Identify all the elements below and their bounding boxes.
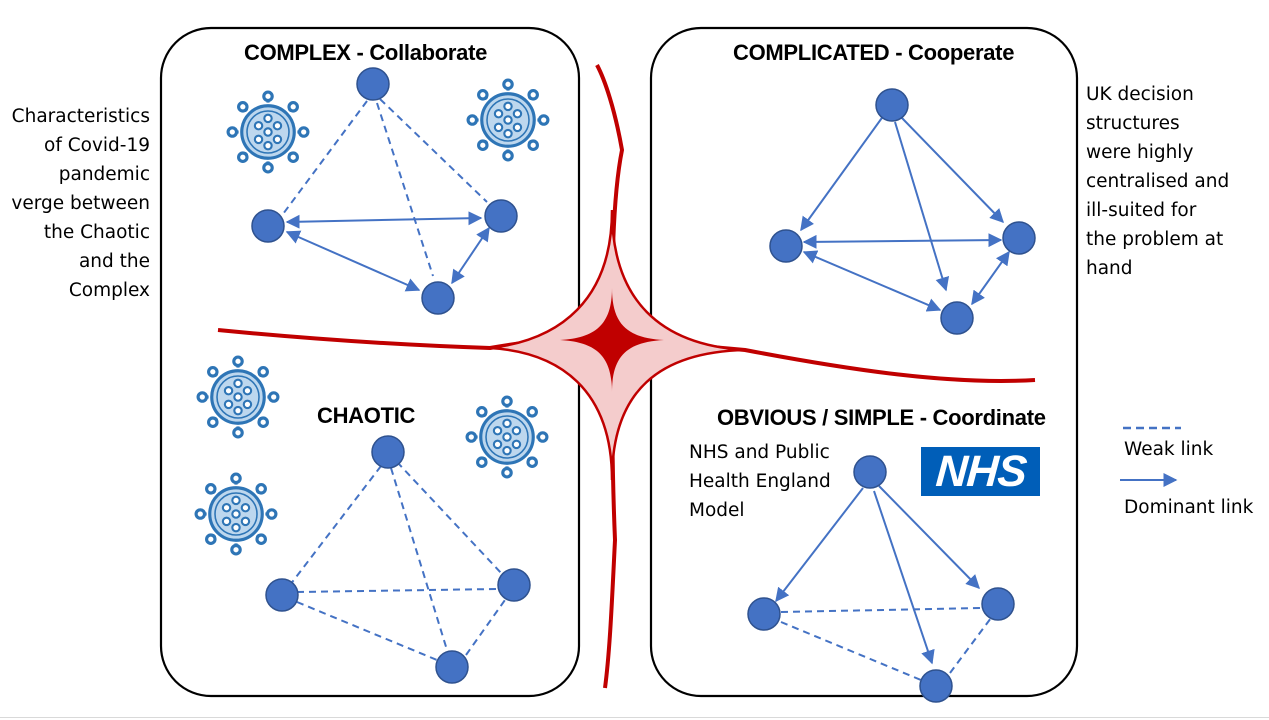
obvious-heading: OBVIOUS / SIMPLE - Coordinate	[717, 405, 1046, 430]
domain-boundary	[217, 64, 1036, 689]
complicated-network	[800, 114, 1010, 312]
uk-structures-note: UK decision structures were highly centr…	[1086, 84, 1230, 279]
complex-network	[282, 98, 490, 292]
covid-characteristics-note: Characteristics of Covid-19 pandemic ver…	[11, 106, 150, 301]
virus-icon	[194, 472, 278, 556]
complicated-nodes	[769, 88, 1036, 335]
complex-heading: COMPLEX - Collaborate	[244, 40, 488, 65]
legend-dominant-label: Dominant link	[1124, 497, 1254, 518]
chaotic-heading: CHAOTIC	[317, 403, 416, 428]
complicated-heading: COMPLICATED - Cooperate	[733, 40, 1015, 65]
legend-weak-label: Weak link	[1124, 439, 1214, 460]
nhs-model-note: NHS and Public Health England Model	[689, 442, 831, 521]
complex-nodes	[251, 67, 518, 315]
chaotic-network	[289, 461, 506, 661]
nhs-logo: NHS	[921, 447, 1040, 496]
right-domain-box	[649, 26, 1079, 698]
virus-icon	[196, 355, 280, 439]
virus-icon	[226, 90, 310, 174]
nhs-logo-text: NHS	[933, 446, 1028, 496]
chaotic-nodes	[265, 435, 531, 684]
bottom-divider	[0, 717, 1269, 718]
virus-icon	[465, 395, 549, 479]
obvious-nodes	[747, 455, 1015, 703]
virus-icon	[466, 78, 550, 162]
obvious-network	[775, 485, 992, 681]
